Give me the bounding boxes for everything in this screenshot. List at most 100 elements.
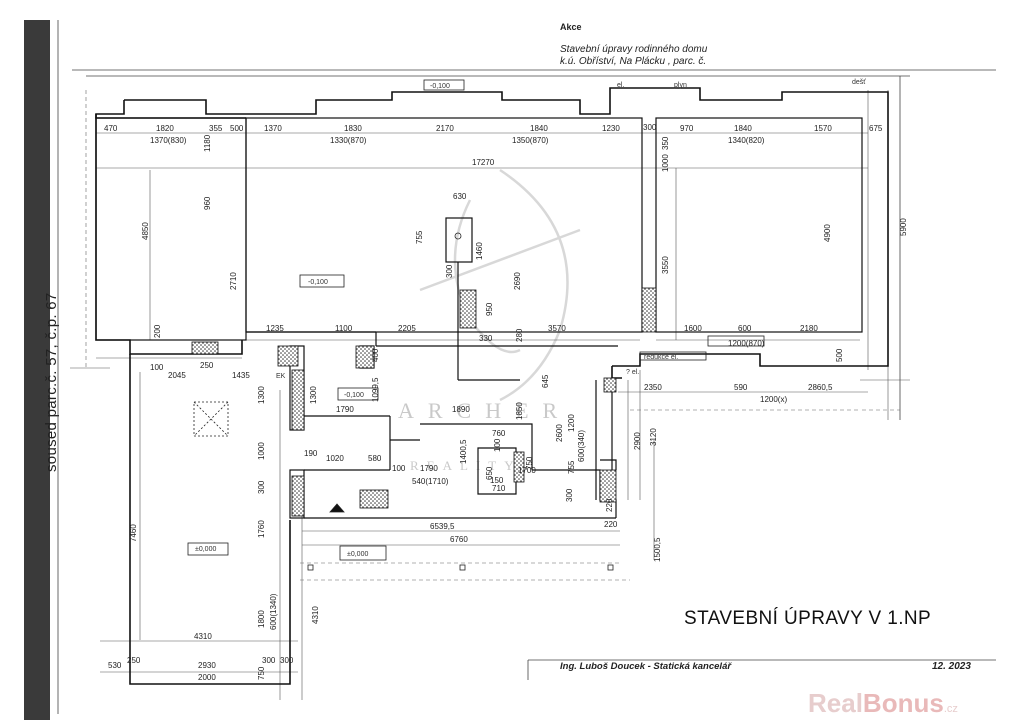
svg-text:530: 530 (108, 661, 122, 670)
svg-text:1820: 1820 (156, 124, 174, 133)
svg-text:470: 470 (104, 124, 118, 133)
svg-text:2860,5: 2860,5 (808, 383, 833, 392)
svg-text:? el.: ? el. (626, 369, 639, 376)
svg-text:300: 300 (257, 480, 266, 494)
svg-text:1840: 1840 (530, 124, 548, 133)
svg-text:1570: 1570 (814, 124, 832, 133)
svg-text:2600: 2600 (555, 424, 564, 442)
project-location: k.ú. Obříství, Na Plácku , parc. č. (560, 56, 707, 67)
svg-text:220: 220 (605, 498, 614, 512)
svg-text:2045: 2045 (168, 371, 186, 380)
svg-text:300: 300 (643, 123, 657, 132)
svg-text:-0,100: -0,100 (308, 279, 328, 286)
svg-text:1330(870): 1330(870) (330, 136, 367, 145)
sheet-title: STAVEBNÍ ÚPRAVY V 1.NP (684, 608, 932, 629)
brand-logo-part1: Real (808, 688, 863, 718)
svg-text:100: 100 (150, 363, 164, 372)
svg-text:580: 580 (368, 454, 382, 463)
svg-text:3570: 3570 (548, 324, 566, 333)
sheet-frame (57, 20, 996, 714)
project-title: Stavební úpravy rodinného domu (560, 44, 708, 55)
svg-text:4310: 4310 (311, 606, 320, 624)
svg-text:redukce el.: redukce el. (644, 354, 678, 361)
svg-text:755: 755 (567, 460, 576, 474)
svg-text:675: 675 (869, 124, 883, 133)
svg-text:1400,5: 1400,5 (459, 439, 468, 464)
svg-text:4900: 4900 (823, 224, 832, 242)
svg-text:355: 355 (209, 124, 223, 133)
svg-text:1340(820): 1340(820) (728, 136, 765, 145)
svg-text:el.: el. (617, 82, 624, 89)
svg-text:1790: 1790 (336, 405, 354, 414)
svg-text:dešť: dešť (852, 79, 866, 86)
project-label: Akce (560, 22, 582, 32)
svg-text:1000: 1000 (661, 154, 670, 172)
svg-text:400: 400 (371, 348, 380, 362)
svg-text:1200: 1200 (567, 414, 576, 432)
svg-text:1830: 1830 (344, 124, 362, 133)
svg-text:150: 150 (490, 476, 504, 485)
svg-text:250: 250 (200, 361, 214, 370)
svg-text:EK: EK (276, 373, 286, 380)
svg-text:960: 960 (203, 196, 212, 210)
svg-text:1760: 1760 (257, 520, 266, 538)
svg-text:-0,100: -0,100 (344, 392, 364, 399)
author-line: Ing. Luboš Doucek - Statická kancelář (560, 661, 732, 672)
dimension-values-vertical: 1180 350 1000 960 4850 2710 200 755 1460… (129, 134, 908, 680)
watermark-text: ARCHER (398, 398, 572, 423)
svg-text:1840: 1840 (734, 124, 752, 133)
svg-text:5900: 5900 (899, 218, 908, 236)
svg-text:7460: 7460 (129, 524, 138, 542)
brand-logo-suffix: .cz (943, 703, 958, 715)
svg-text:1350(870): 1350(870) (512, 136, 549, 145)
svg-text:1000: 1000 (257, 442, 266, 460)
svg-text:-0,100: -0,100 (430, 83, 450, 90)
svg-text:2930: 2930 (198, 661, 216, 670)
svg-text:2350: 2350 (644, 383, 662, 392)
svg-text:750: 750 (257, 666, 266, 680)
svg-text:2690: 2690 (513, 272, 522, 290)
svg-text:630: 630 (453, 192, 467, 201)
svg-text:250: 250 (127, 656, 141, 665)
svg-text:280: 280 (515, 328, 524, 342)
svg-text:2170: 2170 (436, 124, 454, 133)
svg-text:220: 220 (604, 520, 618, 529)
svg-text:190: 190 (304, 449, 318, 458)
svg-text:1600: 1600 (684, 324, 702, 333)
svg-text:1500,5: 1500,5 (653, 537, 662, 562)
svg-text:1890: 1890 (452, 405, 470, 414)
watermark-logo (419, 168, 581, 402)
svg-text:650: 650 (485, 466, 494, 480)
svg-text:300: 300 (280, 656, 294, 665)
svg-text:100: 100 (493, 438, 502, 452)
drawing-date: 12. 2023 (932, 661, 971, 672)
svg-text:1300: 1300 (257, 386, 266, 404)
svg-text:2180: 2180 (800, 324, 818, 333)
svg-text:2205: 2205 (398, 324, 416, 333)
svg-text:600: 600 (738, 324, 752, 333)
svg-text:1180: 1180 (203, 134, 212, 152)
svg-text:600(340): 600(340) (577, 430, 586, 462)
svg-text:3120: 3120 (649, 428, 658, 446)
svg-text:1300: 1300 (309, 386, 318, 404)
svg-text:1370: 1370 (264, 124, 282, 133)
svg-text:100: 100 (392, 464, 406, 473)
svg-text:600(1340): 600(1340) (269, 593, 278, 630)
svg-text:645: 645 (541, 374, 550, 388)
watermark-subtext: REALITY (410, 458, 522, 473)
svg-text:3550: 3550 (661, 256, 670, 274)
svg-text:500: 500 (230, 124, 244, 133)
svg-text:4850: 4850 (141, 222, 150, 240)
dimension-lines (70, 90, 910, 700)
svg-text:1099,5: 1099,5 (371, 377, 380, 402)
svg-text:200: 200 (153, 324, 162, 338)
interior-walls (95, 117, 863, 519)
svg-text:6539,5: 6539,5 (430, 522, 455, 531)
svg-text:1800: 1800 (257, 610, 266, 628)
svg-text:4310: 4310 (194, 632, 212, 641)
svg-text:500: 500 (835, 348, 844, 362)
svg-text:2710: 2710 (229, 272, 238, 290)
svg-text:±0,000: ±0,000 (347, 551, 368, 558)
svg-text:17270: 17270 (472, 158, 495, 167)
svg-text:755: 755 (415, 230, 424, 244)
